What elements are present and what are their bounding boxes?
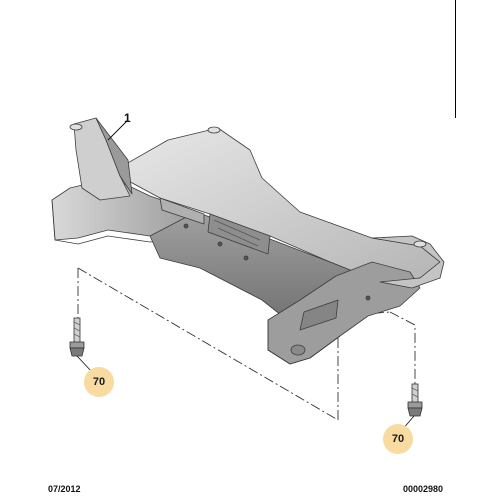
footer-reference-code: 00002980	[403, 484, 444, 494]
bolt-right	[407, 383, 423, 417]
bolt-left	[69, 317, 85, 357]
part-1-label: 1	[124, 111, 131, 125]
bolt-right-callout-badge: 70	[383, 424, 413, 454]
frame-edge-line	[455, 0, 456, 118]
bolt-left-callout-badge: 70	[84, 367, 114, 397]
leader-line-part-1	[107, 119, 129, 141]
subframe-part-1	[51, 117, 445, 365]
footer-date: 07/2012	[48, 484, 81, 494]
